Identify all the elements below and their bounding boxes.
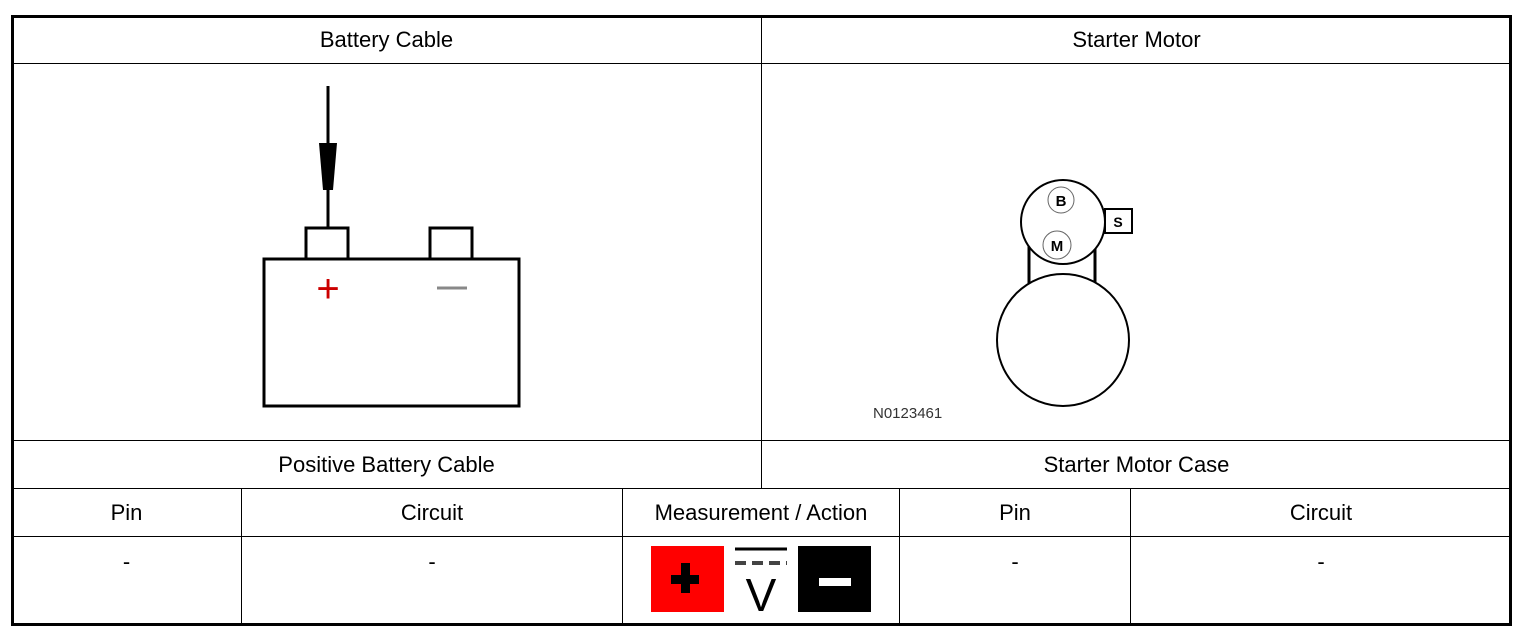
label-starter-motor-case: Starter Motor Case xyxy=(1043,451,1230,477)
figure-id: N0123461 xyxy=(873,405,942,422)
column-circuit-2: Circuit xyxy=(1289,499,1353,525)
column-pin-2: Pin xyxy=(999,499,1031,525)
column-measurement-action: Measurement / Action xyxy=(654,499,868,525)
terminal-s-label: S xyxy=(1113,214,1122,230)
positive-terminal-symbol: + xyxy=(316,267,339,311)
cell-circuit-2: - xyxy=(1317,549,1325,574)
column-pin: Pin xyxy=(110,499,143,525)
header-starter-motor: Starter Motor xyxy=(1072,27,1201,52)
cell-pin-2: - xyxy=(1011,549,1019,574)
label-positive-battery-cable: Positive Battery Cable xyxy=(278,451,495,477)
battery-illustration: + xyxy=(262,86,521,408)
starter-motor-illustration: S B M N0123461 xyxy=(873,179,1133,422)
terminal-b-label: B xyxy=(1056,193,1067,210)
probe-clip xyxy=(319,143,337,190)
cell-circuit: - xyxy=(428,549,436,574)
terminal-m-label: M xyxy=(1051,238,1064,255)
cell-pin: - xyxy=(122,549,131,574)
header-battery-cable: Battery Cable xyxy=(319,27,454,52)
column-circuit: Circuit xyxy=(400,499,464,525)
